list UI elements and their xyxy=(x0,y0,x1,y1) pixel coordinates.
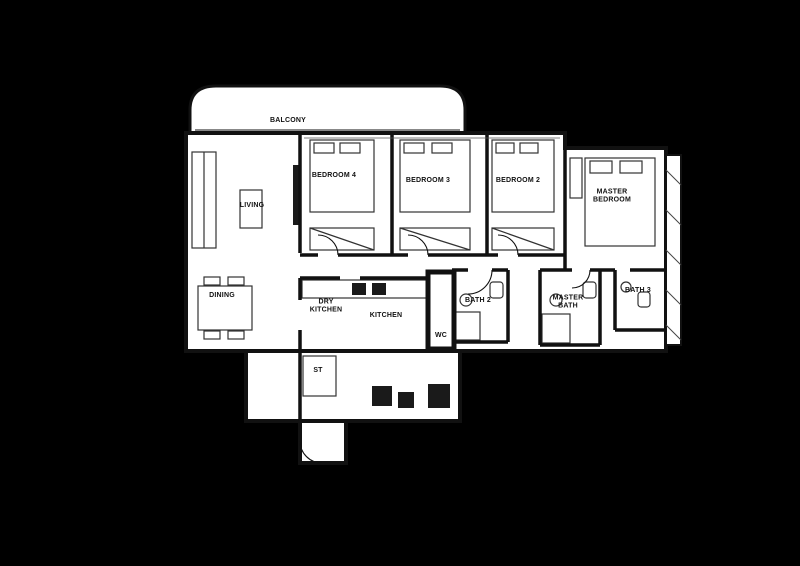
furniture xyxy=(191,139,656,408)
door-swings xyxy=(195,129,591,464)
floor-areas xyxy=(184,84,682,465)
ledge-hatch xyxy=(665,169,682,341)
interior-walls xyxy=(298,133,666,421)
